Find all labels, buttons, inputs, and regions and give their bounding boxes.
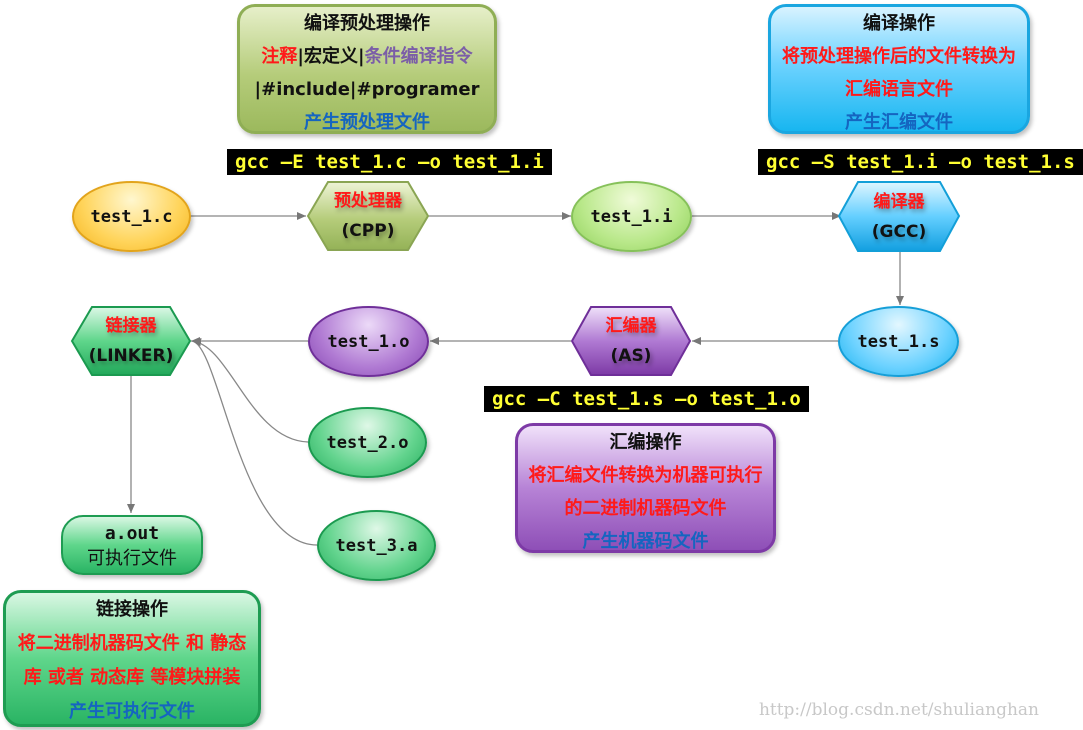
- as-hexagon-shape: [570, 306, 692, 376]
- output-filename: a.out: [104, 523, 160, 544]
- link-line2: 将二进制机器码文件 和 静态: [17, 633, 247, 654]
- preprocess-info-box: 编译预处理操作 注释|宏定义|条件编译指令 |#include|#program…: [237, 4, 497, 134]
- preprocess-line3: |#include|#programer: [254, 79, 480, 100]
- compile-line4: 产生汇编文件: [845, 112, 953, 133]
- gcc-abbr: (GCC): [871, 221, 927, 242]
- link-line3: 库 或者 动态库 等模块拼装: [23, 667, 241, 688]
- assemble-title: 汇编操作: [609, 432, 682, 453]
- cpp-hexagon-shape: [306, 181, 430, 251]
- compilation-flow-diagram: 编译预处理操作 注释|宏定义|条件编译指令 |#include|#program…: [3, 4, 1083, 727]
- link-line4: 产生可执行文件: [69, 701, 195, 722]
- linker-abbr: (LINKER): [88, 346, 174, 366]
- preprocess-sep1: |: [297, 46, 304, 67]
- cpp-name: 预处理器: [334, 191, 402, 211]
- preprocess-command: gcc –E test_1.c –o test_1.i: [227, 149, 552, 175]
- gcc-hexagon-shape: [837, 181, 961, 252]
- file-test3-a: test_3.a: [317, 510, 436, 581]
- preprocess-conditional: 条件编译指令: [364, 46, 473, 67]
- as-name: 汇编器: [605, 316, 657, 336]
- compile-line3: 汇编语言文件: [845, 79, 953, 100]
- connector-lines: [70, 181, 961, 546]
- output-desc: 可执行文件: [87, 548, 177, 569]
- preprocess-macro: 宏定义: [304, 46, 358, 67]
- assemble-line3: 的二进制机器码文件: [564, 498, 727, 519]
- link-title: 链接操作: [96, 599, 168, 620]
- assemble-command: gcc –C test_1.s –o test_1.o: [484, 386, 809, 412]
- preprocess-title: 编译预处理操作: [304, 13, 430, 34]
- assemble-line4: 产生机器码文件: [582, 531, 709, 552]
- as-abbr: (AS): [610, 346, 652, 366]
- arrow-test3-to-linker: [191, 338, 318, 546]
- preprocessor-node: 预处理器 (CPP): [308, 182, 428, 250]
- compile-info-box: 编译操作 将预处理操作后的文件转换为 汇编语言文件 产生汇编文件: [768, 4, 1030, 134]
- cpp-abbr: (CPP): [341, 221, 395, 241]
- linker-node: 链接器 (LINKER): [72, 307, 190, 375]
- compiler-node: 编译器 (GCC): [839, 182, 959, 251]
- preprocess-sep2: |: [358, 46, 365, 67]
- assemble-line2: 将汇编文件转换为机器可执行: [528, 465, 763, 486]
- file-test1-o: test_1.o: [308, 306, 429, 377]
- arrow-test2-to-linker: [191, 337, 309, 443]
- gcc-name: 编译器: [873, 191, 925, 212]
- watermark: http://blog.csdn.net/shulianghan: [758, 700, 1039, 720]
- output-executable: a.out 可执行文件: [61, 515, 203, 575]
- compile-title: 编译操作: [863, 13, 935, 34]
- assemble-info-box: 汇编操作 将汇编文件转换为机器可执行 的二进制机器码文件 产生机器码文件: [515, 423, 776, 553]
- compile-line2: 将预处理操作后的文件转换为: [782, 46, 1016, 67]
- assembler-node: 汇编器 (AS): [572, 307, 690, 375]
- link-info-box: 链接操作 将二进制机器码文件 和 静态 库 或者 动态库 等模块拼装 产生可执行…: [3, 590, 261, 727]
- file-test1-c: test_1.c: [72, 181, 191, 252]
- linker-hexagon-shape: [70, 306, 192, 376]
- file-test1-i: test_1.i: [571, 181, 692, 252]
- preprocess-comment: 注释: [261, 46, 298, 67]
- file-test2-o: test_2.o: [308, 407, 427, 478]
- compile-command: gcc –S test_1.i –o test_1.s: [758, 149, 1083, 175]
- file-test1-s: test_1.s: [838, 306, 959, 377]
- preprocess-line4: 产生预处理文件: [304, 112, 430, 133]
- preprocess-line2: 注释|宏定义|条件编译指令: [240, 40, 494, 73]
- linker-name: 链接器: [105, 316, 157, 336]
